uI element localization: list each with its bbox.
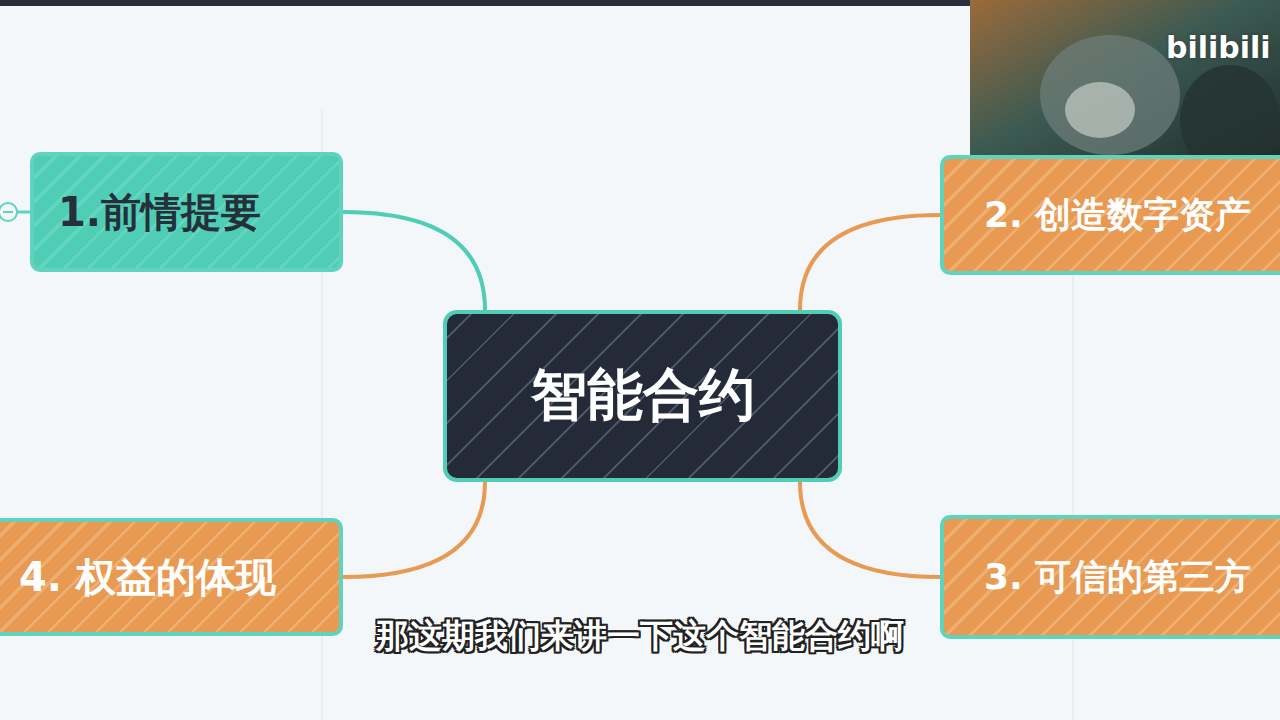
topic-text: 1.前情提要 xyxy=(58,185,261,240)
watermark: bilibili xyxy=(1166,30,1271,65)
branch-connector xyxy=(800,215,940,310)
subtitle: 那这期我们来讲一下这个智能合约啊 xyxy=(0,614,1280,659)
branch-topic: 3. 可信的第三方 xyxy=(940,515,1280,639)
webcam-overlay xyxy=(970,0,1280,175)
collapse-toggle xyxy=(0,203,17,221)
topic-text: 智能合约 xyxy=(531,358,755,434)
collapse-toggle xyxy=(3,211,13,213)
branch-topic: 1.前情提要 xyxy=(30,152,343,272)
central-topic: 智能合约 xyxy=(443,310,842,482)
branch-connector xyxy=(343,482,485,577)
topic-text: 4. 权益的体现 xyxy=(19,550,276,605)
topic-text: 2. 创造数字资产 xyxy=(984,191,1251,240)
topic-text: 3. 可信的第三方 xyxy=(984,553,1251,602)
branch-topic: 4. 权益的体现 xyxy=(0,518,343,636)
branch-connector xyxy=(343,212,485,310)
branch-topic: 2. 创造数字资产 xyxy=(940,155,1280,275)
branch-connector xyxy=(800,482,940,577)
